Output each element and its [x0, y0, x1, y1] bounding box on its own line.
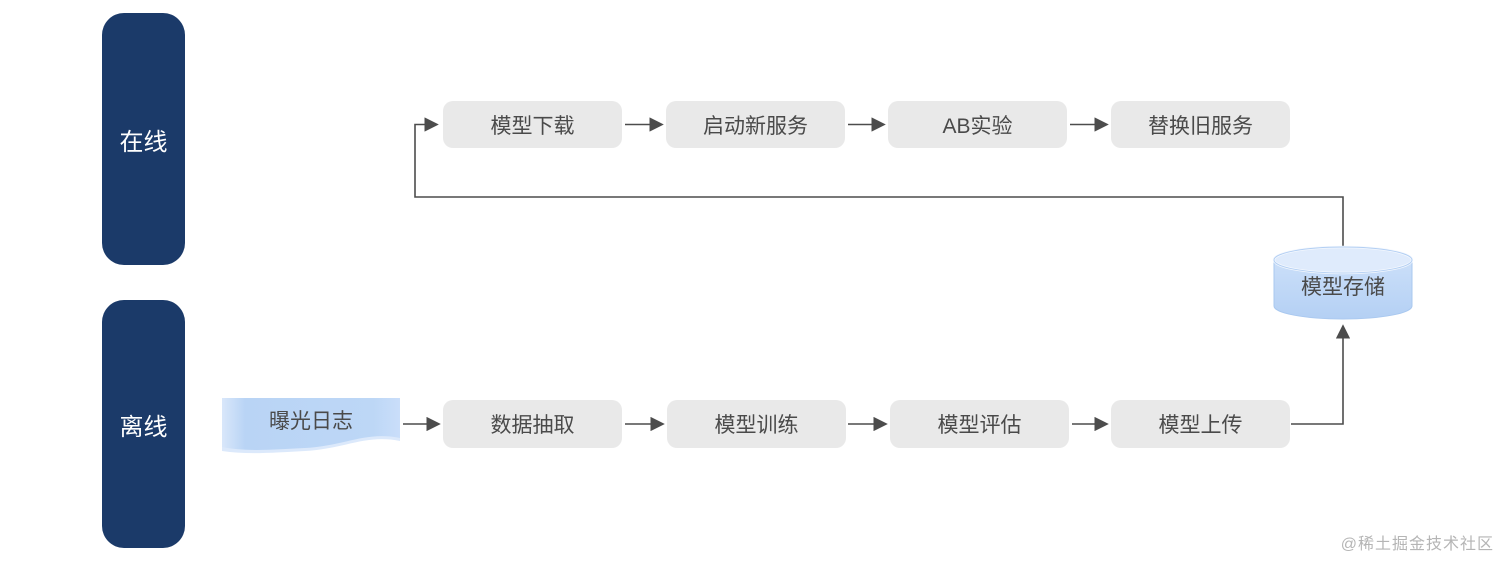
node-model-train: 模型训练 — [667, 400, 846, 448]
cylinder-body — [1273, 259, 1413, 320]
node-exposure-log: 曝光日志 — [269, 410, 353, 433]
lane-online: 在线 — [102, 13, 185, 265]
cylinder-top-rim — [1273, 246, 1413, 274]
node-model-download: 模型下载 — [443, 101, 622, 148]
node-model-upload: 模型上传 — [1111, 400, 1290, 448]
node-replace-old-service: 替换旧服务 — [1111, 101, 1290, 148]
node-ab-test: AB实验 — [888, 101, 1067, 148]
node-data-extract: 数据抽取 — [443, 400, 622, 448]
document-shape — [222, 398, 400, 450]
model-storage-shape — [1272, 245, 1414, 320]
node-start-new-service: 启动新服务 — [666, 101, 845, 148]
lane-offline: 离线 — [102, 300, 185, 548]
edge-model-upload-to-storage — [1291, 324, 1351, 425]
exposure-log-shape — [222, 398, 400, 454]
watermark: @稀土掘金技术社区 — [1340, 536, 1494, 553]
node-model-evaluate: 模型评估 — [890, 400, 1069, 448]
edge-storage-to-model-download — [414, 117, 1344, 246]
node-model-storage: 模型存储 — [1301, 276, 1385, 299]
